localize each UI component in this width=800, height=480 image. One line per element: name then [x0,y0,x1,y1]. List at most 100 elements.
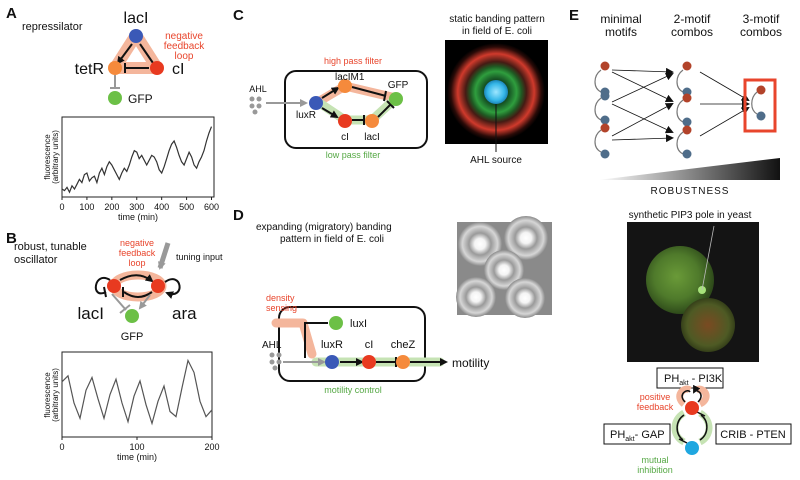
node-luxi [329,316,343,330]
node-gfp [125,309,139,323]
robustness-wedge [598,158,780,180]
motif-column-1 [594,61,610,159]
inhibition-arc [676,414,685,441]
x-tick-label: 500 [179,202,194,212]
loop-note-3: loop [175,51,194,62]
inhibition-arc [699,414,708,441]
low-pass-label: low pass filter [326,150,381,160]
node-laci [129,29,143,43]
motif-connections [611,67,750,143]
motility-control-label: motility control [324,385,382,395]
motility-label: motility [452,356,489,370]
mutual-inhibition-1: mutual [641,455,668,465]
motif-node [600,115,610,125]
chez-label: cheZ [391,339,416,351]
node-ci [150,61,164,75]
ahl-dot [272,365,278,371]
series-line [61,358,213,426]
motif-node [600,61,610,71]
ci-label: cI [341,132,349,143]
ahl-source-spot [484,80,508,104]
laci-label: lacI [364,132,380,143]
repression-bar [386,100,395,109]
x-tick-label: 200 [204,442,219,452]
chart-b-xlabel: time (min) [117,452,157,462]
x-tick-label: 600 [204,202,219,212]
laci-label: lacI [124,10,149,27]
panel-b-label: B [6,230,17,247]
node-pten [685,441,699,455]
colony-spot [505,278,545,318]
ci-label: cI [365,339,374,351]
e-image-title: synthetic PIP3 pole in yeast [629,210,752,221]
edge-laci-ci [139,43,154,64]
x-tick-label: 200 [104,202,119,212]
col-title-3b: combos [740,25,782,39]
ahl-dot [256,103,262,109]
repression-bar [383,90,387,102]
motif-column-2 [676,61,692,159]
motif-node [756,85,766,95]
chart-a-xlabel: time (min) [118,212,158,222]
col-title-2b: combos [671,25,713,39]
ahl-label: AHL [262,340,282,351]
d-image-title-1: expanding (migratory) banding [256,222,392,233]
x-tick-label: 0 [59,202,64,212]
tetr-label: tetR [75,61,104,78]
density-sensing-2: sensing [266,303,297,313]
ahl-dot [256,96,262,102]
edge-luxi-ahl [304,322,328,358]
pole-pointer [701,225,715,291]
positive-feedback-arc [681,390,691,403]
edge-laci-gfp [377,103,392,118]
edge-laci-tetr [116,43,133,65]
chart-a-ylabel-2: (arbitrary units) [51,130,60,184]
panel-b-title-1: robust, tunable [14,241,87,253]
box-phakt-pi3k-text: PHakt - PI3K [664,373,723,387]
edge-laci-ara [119,274,154,283]
c-image-title-2: in field of E. coli [462,26,532,37]
self-repression-laci [94,277,111,295]
laci-label: lacI [78,304,104,323]
panel-a: A repressilator lacI tetR cI GFP negativ… [6,5,219,222]
ahl-source-label: AHL source [470,155,522,166]
node-ara [151,279,165,293]
robustness-label: ROBUSTNESS [651,186,730,197]
luxi-label: luxI [350,318,367,330]
ci-label: cI [172,61,184,78]
box-phakt-gap [603,423,671,445]
edge-laci-gfp [111,293,127,311]
repression-bar [119,304,131,314]
low-pass-highlight [313,93,401,125]
panel-d-label: D [233,207,244,224]
node-ci [362,355,376,369]
repression-bar [103,286,107,298]
ahl-dot [276,352,282,358]
motif-node [600,123,610,133]
yeast-cell [646,246,714,314]
x-tick-label: 100 [79,202,94,212]
tuning-arrow [157,242,171,270]
panel-c: C high pass filter low pass filter AHL l… [233,7,548,166]
ahl-label: AHL [249,84,267,94]
colony-spot [484,250,524,290]
ahl-dot [249,103,255,109]
col-title-1b: motifs [605,25,637,39]
chart-a-frame [61,116,215,198]
density-sensing-1: density [266,293,295,303]
high-pass-label: high pass filter [324,56,382,66]
node-chez [396,355,410,369]
motif-node [756,111,766,121]
edge-luxr-ci [321,107,339,119]
col-title-1a: minimal [600,12,641,26]
edge-luxr-lacim1 [321,86,340,99]
luxr-label: luxR [321,339,343,351]
chart-a [61,126,213,194]
ahl-dot [249,96,255,102]
motif-node [682,61,692,71]
loop-note-b2: feedback [119,248,156,258]
lacim1-label: lacIM1 [335,72,365,83]
chart-b [61,358,213,426]
